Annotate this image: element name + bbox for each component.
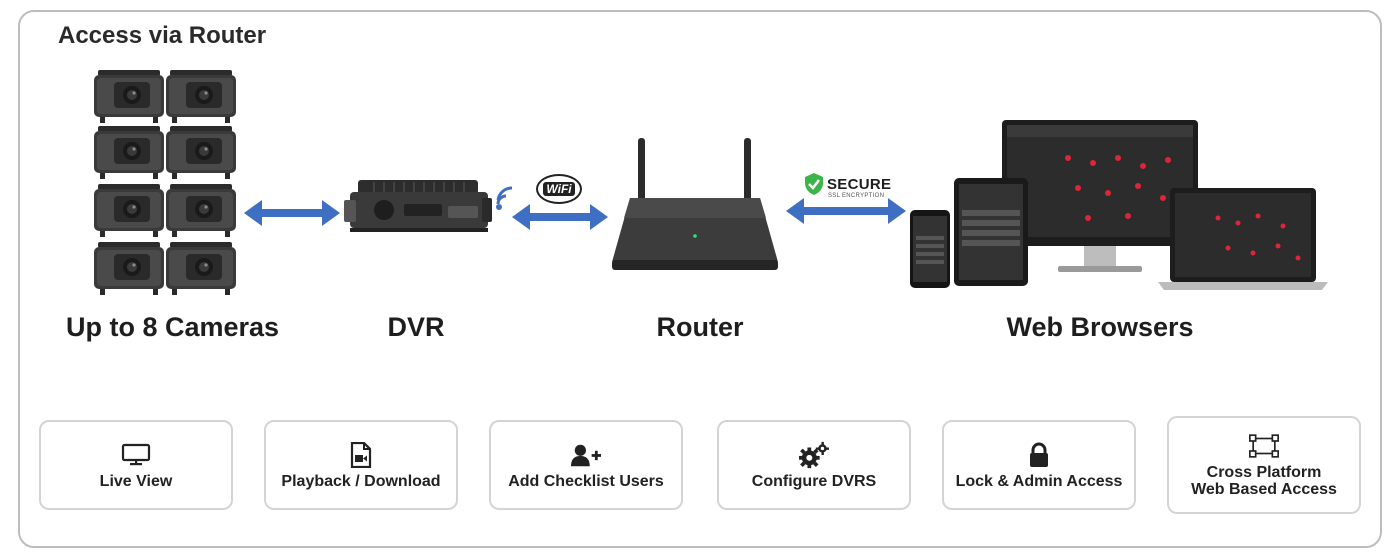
wifi-badge-label: WiFi [543, 182, 575, 196]
router-browsers-arrow [786, 198, 906, 224]
diagram-title: Access via Router [58, 22, 267, 49]
feature-card-live-view[interactable]: Live View [39, 420, 233, 510]
feature-card-playback-download[interactable]: Playback / Download [264, 420, 458, 510]
video-file-icon [346, 441, 376, 469]
stage-label-web-browsers: Web Browsers [1006, 312, 1194, 342]
shield-check-icon [805, 173, 823, 195]
secure-label: SECURE [827, 176, 892, 193]
feature-card-cross-platform[interactable]: Cross Platform Web Based Access [1167, 416, 1361, 514]
wifi-signal-icon [496, 186, 513, 210]
feature-label: Playback / Download [281, 472, 441, 490]
secure-sublabel: SSL ENCRYPTION [828, 193, 885, 199]
devices-image [910, 120, 1328, 290]
stage-label-cameras: Up to 8 Cameras [66, 312, 280, 342]
cameras-image [94, 70, 236, 295]
stage-label-dvr: DVR [387, 312, 445, 342]
feature-label: Cross Platform Web Based Access [1191, 464, 1337, 498]
feature-label: Configure DVRS [751, 472, 877, 490]
gears-icon [799, 441, 829, 469]
feature-card-configure-dvrs[interactable]: Configure DVRS [717, 420, 911, 510]
feature-label: Add Checklist Users [508, 472, 664, 490]
feature-label: Lock & Admin Access [955, 472, 1123, 490]
monitor-icon [121, 441, 151, 469]
lock-icon [1024, 441, 1054, 469]
dvr-image [344, 180, 492, 232]
add-user-icon [571, 441, 601, 469]
camera-dvr-arrow [244, 200, 340, 226]
dvr-router-arrow [512, 204, 608, 230]
feature-label: Live View [99, 472, 173, 490]
feature-card-add-checklist-users[interactable]: Add Checklist Users [489, 420, 683, 510]
stage-label-router: Router [656, 312, 744, 342]
diagram-frame [18, 10, 1382, 548]
feature-card-lock-admin-access[interactable]: Lock & Admin Access [942, 420, 1136, 510]
wifi-badge: WiFi [536, 174, 582, 204]
router-image [612, 138, 778, 270]
vector-square-icon [1249, 432, 1279, 460]
